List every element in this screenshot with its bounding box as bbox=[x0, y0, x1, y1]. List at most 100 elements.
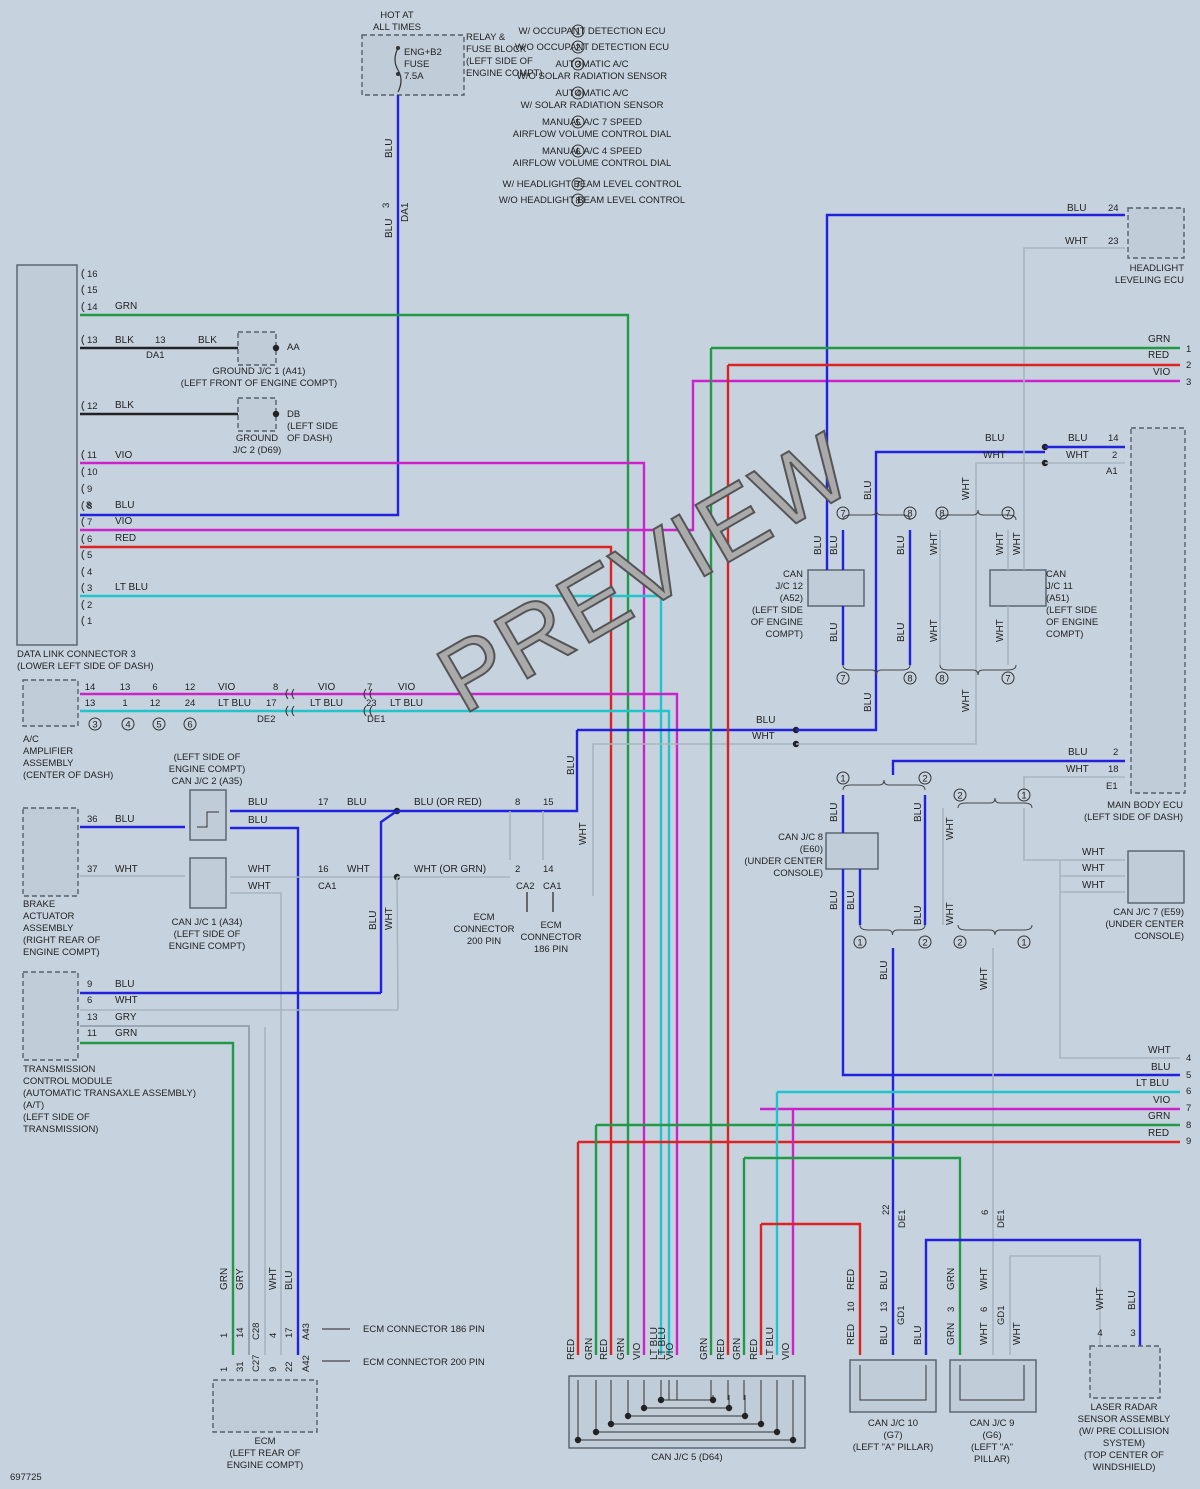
can-jc2-box bbox=[189, 789, 227, 841]
text-label: 14 bbox=[1108, 433, 1119, 444]
text-label: DB bbox=[287, 409, 300, 420]
can-jc10-box bbox=[849, 1359, 937, 1413]
option-marker bbox=[121, 717, 135, 731]
splice-dot bbox=[624, 1412, 632, 1420]
text-label: BLU bbox=[115, 814, 134, 825]
option-legend-marker bbox=[571, 40, 585, 54]
ground-jc2-box bbox=[237, 397, 277, 432]
text-label: 23 bbox=[1108, 236, 1119, 247]
ecm-conn-200-label: ECM CONNECTOR 200 PIN bbox=[363, 1357, 485, 1368]
wire-ltblu-dlc3 bbox=[80, 594, 663, 1355]
wire-color-label: BLU bbox=[829, 803, 840, 822]
option-legend-text: W/O HEADLIGHT BEAM LEVEL CONTROL bbox=[499, 195, 685, 206]
wire-color-label: BLU bbox=[913, 906, 924, 925]
dlc3-terminal bbox=[81, 533, 85, 545]
option-marker-number: 4 bbox=[575, 89, 580, 100]
terminal bbox=[285, 688, 289, 700]
option-marker-number: 4 bbox=[125, 720, 130, 731]
brake-actuator-label: ASSEMBLY bbox=[23, 923, 74, 934]
wire-color-label: BLU bbox=[829, 891, 840, 910]
ecm-186-label: 186 PIN bbox=[534, 944, 568, 955]
option-marker-number: 2 bbox=[922, 938, 927, 949]
ground-jc2-loc: OF DASH) bbox=[287, 433, 332, 444]
ecm-186-label: CONNECTOR bbox=[520, 932, 581, 943]
can-jc12-label: (LEFT SIDE bbox=[752, 605, 803, 616]
can-jc7-label: (UNDER CENTER bbox=[1105, 919, 1184, 930]
wire-color-label: WHT bbox=[995, 532, 1006, 555]
relay-fuse-block-label: ENGINE COMPT) bbox=[466, 68, 543, 79]
wire-blu-laser bbox=[924, 1238, 1142, 1355]
laser-radar-sensor-box bbox=[1089, 1345, 1161, 1399]
option-legend-text: W/ SOLAR RADIATION SENSOR bbox=[521, 100, 664, 111]
text-label: LT BLU bbox=[390, 698, 423, 709]
can-jc11-label: (LEFT SIDE bbox=[1046, 605, 1097, 616]
can-jc12-label: (A52) bbox=[780, 593, 803, 604]
ac-amp-pin: 13 bbox=[120, 682, 131, 693]
text-label: 3 bbox=[1186, 377, 1191, 388]
can-jc12-label: COMPT) bbox=[766, 629, 803, 640]
text-label: LT BLU bbox=[310, 698, 343, 709]
wire-blu-can12 bbox=[796, 450, 1045, 732]
option-legend-marker bbox=[571, 115, 585, 129]
text-label: WHT bbox=[983, 450, 1006, 461]
option-marker-number: 1 bbox=[840, 774, 845, 785]
text-label: BLU bbox=[1068, 433, 1087, 444]
wire-color-label: WHT bbox=[979, 1267, 990, 1290]
headlight-ecu-label: LEVELING ECU bbox=[1115, 275, 1184, 286]
wire-color-label: GRY bbox=[235, 1268, 246, 1290]
text-label: WHT bbox=[1082, 863, 1105, 874]
can-jc7-box bbox=[1127, 850, 1185, 904]
text-label: 6 bbox=[87, 995, 92, 1006]
text-label: WHT bbox=[248, 864, 271, 875]
ac-amplifier-label: A/C bbox=[23, 734, 39, 745]
ecm-label: ENGINE COMPT) bbox=[227, 1460, 304, 1471]
text-label: 14 bbox=[543, 864, 554, 875]
hot-at-all-times-label: ALL TIMES bbox=[373, 22, 421, 33]
option-marker bbox=[918, 771, 932, 785]
text-label: GRN bbox=[115, 1028, 137, 1039]
option-brace bbox=[842, 664, 911, 676]
wire-wht-ecm bbox=[230, 892, 282, 1355]
text-label: 13 bbox=[879, 1301, 890, 1312]
dlc3-terminal bbox=[81, 284, 85, 296]
ac-amp-pin: 6 bbox=[152, 682, 157, 693]
option-legend-marker bbox=[571, 86, 585, 100]
option-marker-number: 2 bbox=[957, 938, 962, 949]
main-body-ecu bbox=[1130, 427, 1186, 794]
tcm-label: (AUTOMATIC TRANSAXLE ASSEMBLY) bbox=[23, 1088, 196, 1099]
option-marker bbox=[935, 671, 949, 685]
brake-actuator-assembly bbox=[22, 807, 79, 897]
laser-radar-label: SYSTEM) bbox=[1103, 1438, 1145, 1449]
ac-amp-pin: 1 bbox=[122, 698, 127, 709]
wire-color-label: WHT bbox=[929, 619, 940, 642]
wire-color-label: BLU bbox=[896, 536, 907, 555]
text-label: 17 bbox=[266, 698, 277, 709]
can-jc2-label: (LEFT SIDE OF bbox=[174, 752, 241, 763]
dlc3-terminal bbox=[81, 449, 85, 461]
terminal bbox=[285, 705, 289, 717]
text-label: 36 bbox=[87, 814, 98, 825]
dlc3-pin-number: 13 bbox=[87, 335, 98, 346]
can-jc5-box bbox=[568, 1375, 806, 1449]
ground-jc1-label: (LEFT FRONT OF ENGINE COMPT) bbox=[181, 378, 337, 389]
text-label: 1 bbox=[219, 1367, 230, 1372]
fuse-label: ENG+B2 bbox=[404, 47, 442, 58]
text-label: 1 bbox=[219, 1333, 230, 1338]
laser-radar-label: LASER RADAR bbox=[1090, 1402, 1157, 1413]
wire-color-label: WHT bbox=[929, 532, 940, 555]
ecm-conn-186-label: ECM CONNECTOR 186 PIN bbox=[363, 1324, 485, 1335]
text-label: CA2 bbox=[516, 881, 534, 892]
ac-amplifier-label: ASSEMBLY bbox=[23, 758, 74, 769]
diagram-id: 697725 bbox=[10, 1472, 42, 1483]
ecm-box bbox=[212, 1379, 318, 1433]
wire-color-label: BLU bbox=[896, 623, 907, 642]
option-legend-marker bbox=[571, 177, 585, 191]
dlc3-terminal bbox=[81, 516, 85, 528]
text-label: 13 bbox=[155, 335, 166, 346]
wire-color-label: GRN bbox=[732, 1338, 743, 1360]
wire-color-label: BLU bbox=[863, 481, 874, 500]
text-label: WHT bbox=[752, 731, 775, 742]
option-marker-number: 7 bbox=[1005, 674, 1010, 685]
splice-dot bbox=[741, 1412, 749, 1420]
